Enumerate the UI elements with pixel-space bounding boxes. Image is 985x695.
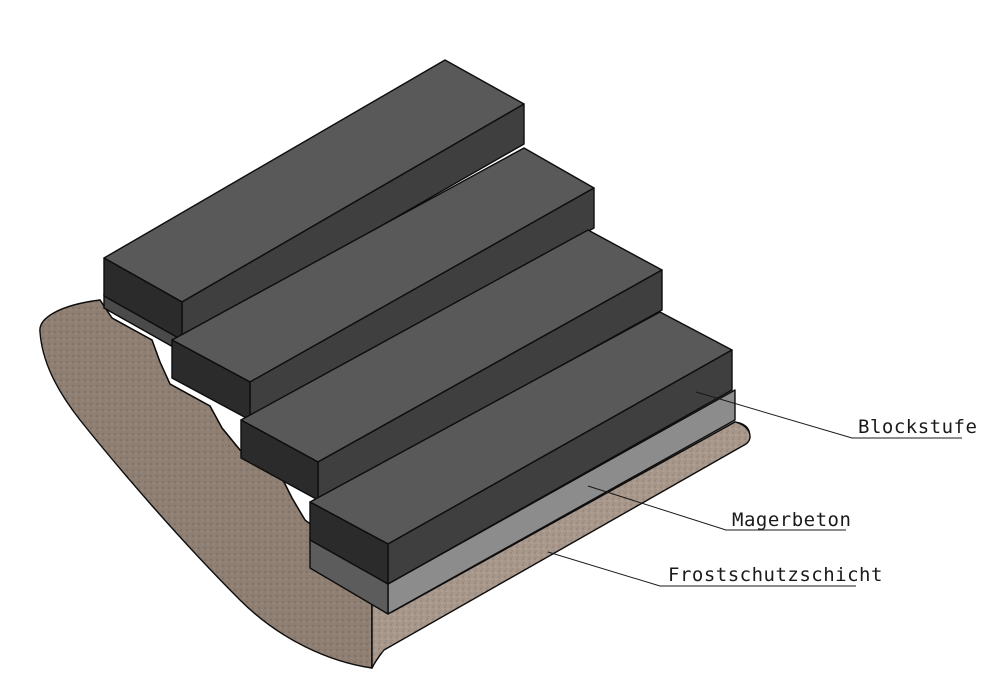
step-3: [240, 229, 663, 501]
leader-frostschutzschicht: [547, 551, 856, 587]
step-1: [103, 59, 525, 341]
label-magerbeton: Magerbeton: [732, 509, 851, 531]
step-4-side: [309, 501, 389, 585]
leader-magerbeton: [587, 485, 846, 531]
step-2: [171, 147, 595, 421]
frostschutzschicht-layer: [39, 299, 751, 669]
callout-blockstufe: Blockstufe: [695, 391, 977, 439]
callout-frostschutzschicht: Frostschutzschicht: [547, 551, 883, 587]
leader-blockstufe: [695, 391, 962, 439]
label-frostschutzschicht: Frostschutzschicht: [668, 564, 883, 586]
blockstufe-steps: [103, 59, 733, 585]
frostschutz-front-band: [371, 421, 751, 669]
callout-magerbeton: Magerbeton: [587, 485, 851, 531]
step-4: [309, 311, 733, 585]
label-blockstufe: Blockstufe: [858, 416, 977, 438]
